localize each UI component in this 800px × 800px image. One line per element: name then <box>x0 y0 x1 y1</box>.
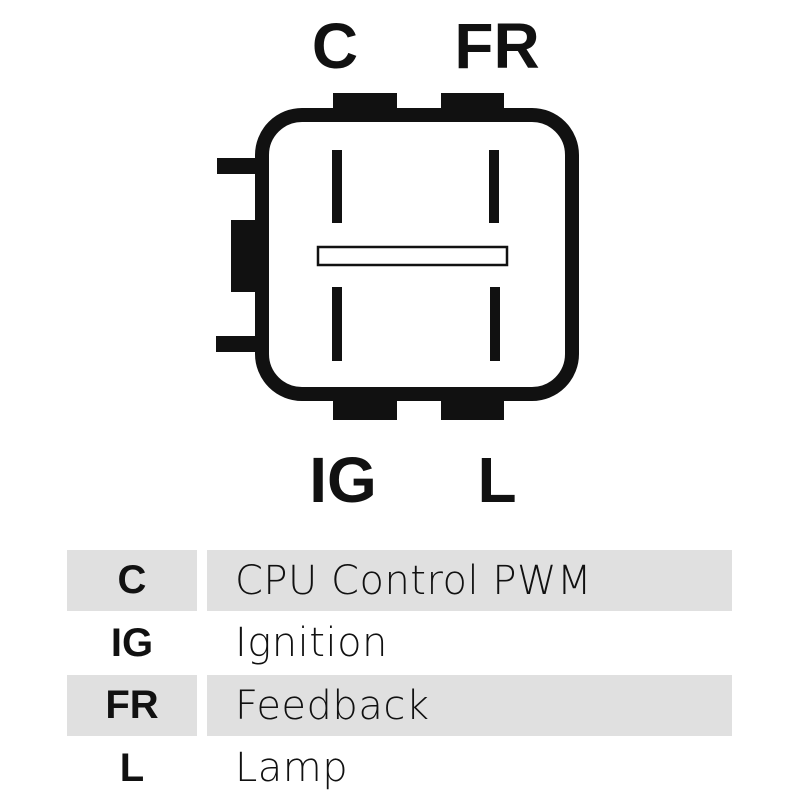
legend-code: L <box>119 745 145 790</box>
key-slot <box>316 245 509 267</box>
tab-left-lower <box>216 336 259 352</box>
legend-description: CPU Control PWM <box>207 550 732 611</box>
legend-description: Lamp <box>235 745 349 791</box>
legend-row-fr: FR Feedback <box>67 675 732 736</box>
pin-label-ig: IG <box>309 444 377 516</box>
pin-label-fr: FR <box>454 10 539 82</box>
blade-fr <box>489 150 499 223</box>
legend-row-ig: IG Ignition <box>67 613 732 673</box>
pin-label-l: L <box>477 444 516 516</box>
legend-row-l: L Lamp <box>67 738 732 798</box>
legend-row-c: C CPU Control PWM <box>67 550 732 611</box>
pin-label-c: C <box>312 10 358 82</box>
connector-diagram: C FR IG L <box>216 10 579 516</box>
legend-description: Feedback <box>207 675 732 736</box>
legend-code: IG <box>110 620 154 665</box>
blade-ig <box>332 287 342 361</box>
tab-left-upper <box>217 158 259 174</box>
legend-code: FR <box>67 675 197 736</box>
blade-l <box>490 287 500 361</box>
terminal-blades <box>332 150 500 361</box>
legend-code: C <box>67 550 197 611</box>
blade-c <box>332 150 342 223</box>
legend-description: Ignition <box>235 620 388 666</box>
tab-left-middle <box>231 220 259 292</box>
